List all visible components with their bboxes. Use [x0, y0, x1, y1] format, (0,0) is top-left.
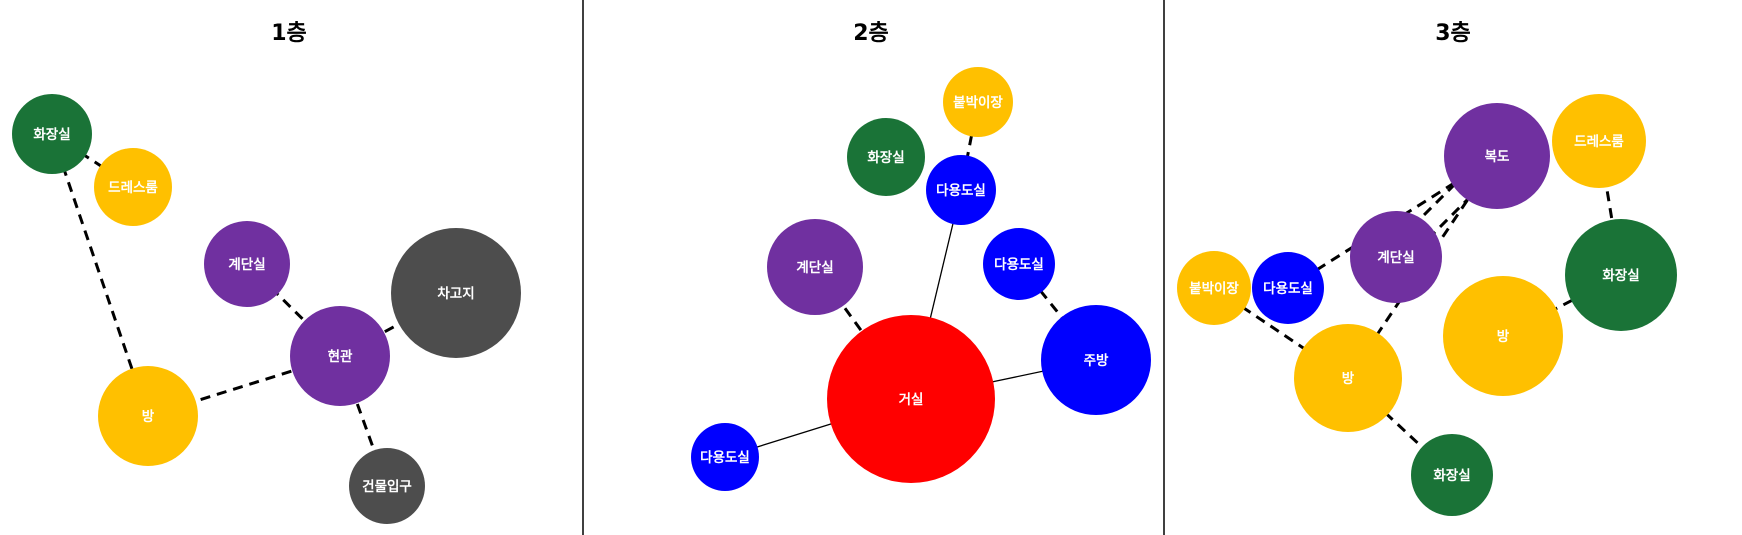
floor-1-node-garage: 차고지: [391, 228, 521, 358]
floor-1-node-hwajangsil: 화장실: [12, 94, 92, 174]
floor-3-node-multi: 다용도실: [1252, 252, 1324, 324]
floor-3-node-stairs: 계단실: [1350, 211, 1442, 303]
floor-3-node-stairs-circle: [1350, 211, 1442, 303]
floor-2-node-living: 거실: [827, 315, 995, 483]
floor-3-node-room1-label: 방: [1342, 370, 1355, 387]
floor-2-node-builtin: 붙박이장: [943, 67, 1013, 137]
floor-1-node-entry: 현관: [290, 306, 390, 406]
floor-3-node-room2-label: 방: [1497, 328, 1510, 345]
floor-1-node-room: 방: [98, 366, 198, 466]
floor-1-node-bldg-label: 건물입구: [362, 478, 412, 495]
floor-2-node-multi3-circle: [691, 423, 759, 491]
floor-2-node-hwajangsil-label: 화장실: [867, 149, 904, 166]
floor-2-node-kitchen-label: 주방: [1084, 352, 1109, 369]
floor-3-node-hwajangsil1: 화장실: [1565, 219, 1677, 331]
floor-2-title: 2층: [853, 21, 889, 46]
floor-1-node-stairs: 계단실: [204, 221, 290, 307]
floor-3-node-hwajangsil1-label: 화장실: [1602, 267, 1639, 284]
floor-2-node-builtin-circle: [943, 67, 1013, 137]
floor-1-node-garage-circle: [391, 228, 521, 358]
floor-1-node-dress-label: 드레스룸: [108, 180, 158, 196]
floor-2-node-stairs-label: 계단실: [796, 259, 833, 276]
floor-2-node-kitchen: 주방: [1041, 305, 1151, 415]
floor-2-node-living-label: 거실: [899, 392, 924, 408]
floor-1-node-stairs-label: 계단실: [228, 256, 265, 273]
floor-1-node-dress: 드레스룸: [94, 148, 172, 226]
floor-3-node-dress-label: 드레스룸: [1574, 134, 1624, 150]
floor-3-node-hwajangsil1-circle: [1565, 219, 1677, 331]
floor-2-node-stairs-circle: [767, 219, 863, 315]
floor-3-node-builtin-label: 붙박이장: [1189, 280, 1239, 297]
floor-2-node-multi3: 다용도실: [691, 423, 759, 491]
floor-2-node-living-circle: [827, 315, 995, 483]
floor-1-node-room-label: 방: [142, 408, 155, 425]
floor-3-node-dress: 드레스룸: [1552, 94, 1646, 188]
floor-2-node-kitchen-circle: [1041, 305, 1151, 415]
floor-3-node-hall: 복도: [1444, 103, 1550, 209]
floor-3-node-dress-circle: [1552, 94, 1646, 188]
floor-2-node-stairs: 계단실: [767, 219, 863, 315]
floor-1-node-dress-circle: [94, 148, 172, 226]
floor-2-node-multi1-circle: [926, 155, 996, 225]
floor-3-node-hwajangsil2-circle: [1411, 434, 1493, 516]
floor-3-node-room2-circle: [1443, 276, 1563, 396]
floor-2-node-multi1: 다용도실: [926, 155, 996, 225]
floor-1-node-bldg: 건물입구: [349, 448, 425, 524]
floor-2-node-multi2: 다용도실: [983, 228, 1055, 300]
floor-1-title: 1층: [271, 21, 307, 46]
floor-1-node-room-circle: [98, 366, 198, 466]
floor-2-node-multi3-label: 다용도실: [700, 450, 750, 466]
floor-1-node-hwajangsil-label: 화장실: [33, 126, 70, 143]
floor-1-node-bldg-circle: [349, 448, 425, 524]
floor-3-node-room1: 방: [1294, 324, 1402, 432]
floor-2-node-hwajangsil: 화장실: [847, 118, 925, 196]
floor-3-node-hall-circle: [1444, 103, 1550, 209]
floor-1-node-entry-circle: [290, 306, 390, 406]
floor-1-node-entry-label: 현관: [328, 348, 353, 365]
floor-3-node-builtin-circle: [1177, 251, 1251, 325]
floor-3-node-room1-circle: [1294, 324, 1402, 432]
floor-3-node-hwajangsil2-label: 화장실: [1433, 467, 1470, 484]
floor-3-node-room2: 방: [1443, 276, 1563, 396]
floor-1-node-garage-label: 차고지: [437, 286, 474, 302]
floor-1-node-hwajangsil-circle: [12, 94, 92, 174]
floor-3-title: 3층: [1435, 21, 1471, 46]
floor-2-node-hwajangsil-circle: [847, 118, 925, 196]
floor-2-node-multi2-circle: [983, 228, 1055, 300]
floor-2-node-builtin-label: 붙박이장: [953, 94, 1003, 111]
floor-3-node-multi-circle: [1252, 252, 1324, 324]
floor-3-node-hwajangsil2: 화장실: [1411, 434, 1493, 516]
floor-1-node-stairs-circle: [204, 221, 290, 307]
floor-3-node-hall-label: 복도: [1485, 149, 1510, 165]
floor-2-node-multi2-label: 다용도실: [994, 257, 1044, 273]
floor-2-node-multi1-label: 다용도실: [936, 183, 986, 199]
floor-3-node-stairs-label: 계단실: [1377, 249, 1414, 266]
floor-3-node-builtin: 붙박이장: [1177, 251, 1251, 325]
floor-3-node-multi-label: 다용도실: [1263, 281, 1313, 297]
